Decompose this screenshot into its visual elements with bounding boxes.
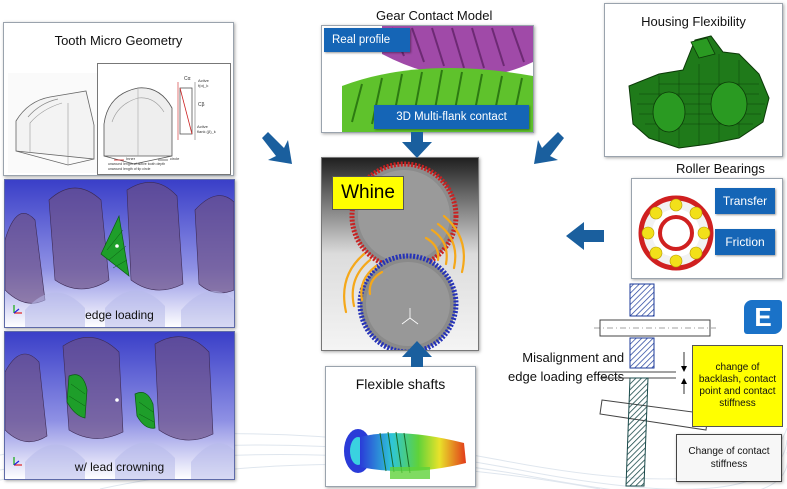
- axis-triad-icon: [13, 305, 22, 314]
- lead-crowning-panel: w/ lead crowning: [4, 331, 235, 480]
- label-c-alpha: Cα: [184, 76, 191, 82]
- lead-crowning-render: [5, 332, 234, 479]
- label-active-f-alpha: Active f(α)_k: [198, 78, 209, 88]
- real-profile-tag: Real profile: [324, 28, 410, 52]
- tooth-drawing-left: [8, 73, 108, 173]
- housing-flexibility-title: Housing Flexibility: [641, 14, 746, 29]
- brand-logo-letter: E: [754, 301, 772, 332]
- roller-bearings-title: Roller Bearings: [676, 161, 765, 176]
- multiflank-contact-tag: 3D Multi-flank contact: [374, 105, 529, 129]
- contact-stiffness-callout: Change of contact stiffness: [676, 434, 782, 482]
- lead-crowning-caption: w/ lead crowning: [74, 460, 165, 474]
- tooth-drawing-right: Cα Cβ Active f(α)_k Active flank (β)_k I…: [97, 63, 231, 175]
- flexible-shaft-fe-render: [344, 429, 466, 479]
- edge-loading-caption: edge loading: [85, 308, 154, 322]
- gear-contact-model-title: Gear Contact Model: [376, 8, 493, 23]
- roller-bearings-panel: Transfer Friction: [631, 178, 783, 279]
- axis-triad-icon: [13, 457, 22, 466]
- label-circle: circle: [170, 156, 180, 161]
- shaft-misalignment-diagram: [594, 283, 716, 487]
- arrow-left-icon: [566, 222, 604, 250]
- gear-contact-model-panel: Real profile 3D Multi-flank contact: [321, 25, 534, 133]
- tooth-micro-geometry-panel: Tooth Micro Geometry Cα Cβ Active f(α)_k…: [3, 22, 234, 176]
- arrow-right-down-icon: [262, 132, 292, 164]
- label-active-flank: Active flank (β)_k: [197, 124, 216, 134]
- legend-line-2: unwound length of tip circle: [108, 167, 151, 171]
- housing-mesh-render: [628, 35, 770, 149]
- friction-tag: Friction: [715, 229, 775, 255]
- whine-panel: Whine: [321, 157, 479, 351]
- arrow-up-icon: [402, 341, 432, 367]
- label-c-beta: Cβ: [198, 102, 205, 108]
- tooth-micro-geometry-title: Tooth Micro Geometry: [54, 33, 183, 48]
- brand-logo: E: [744, 300, 782, 334]
- flexible-shafts-panel: Flexible shafts: [325, 366, 476, 487]
- bearing-diagram: [638, 195, 714, 271]
- misalignment-text: Misalignment and edge loading effects: [508, 350, 625, 384]
- legend-line-1: unwound length of active tooth depth: [108, 162, 166, 166]
- flexible-shafts-title: Flexible shafts: [355, 376, 446, 392]
- label-inner: Inner: [126, 156, 136, 161]
- housing-flexibility-panel: Housing Flexibility: [604, 3, 783, 157]
- whine-label: Whine: [332, 176, 404, 210]
- arrow-left-down-icon: [534, 132, 564, 164]
- transfer-tag: Transfer: [715, 188, 775, 214]
- edge-loading-render: [5, 180, 234, 327]
- arrow-down-icon: [402, 132, 432, 158]
- backlash-callout: change of backlash, contact point and co…: [692, 345, 783, 427]
- edge-loading-panel: edge loading: [4, 179, 235, 328]
